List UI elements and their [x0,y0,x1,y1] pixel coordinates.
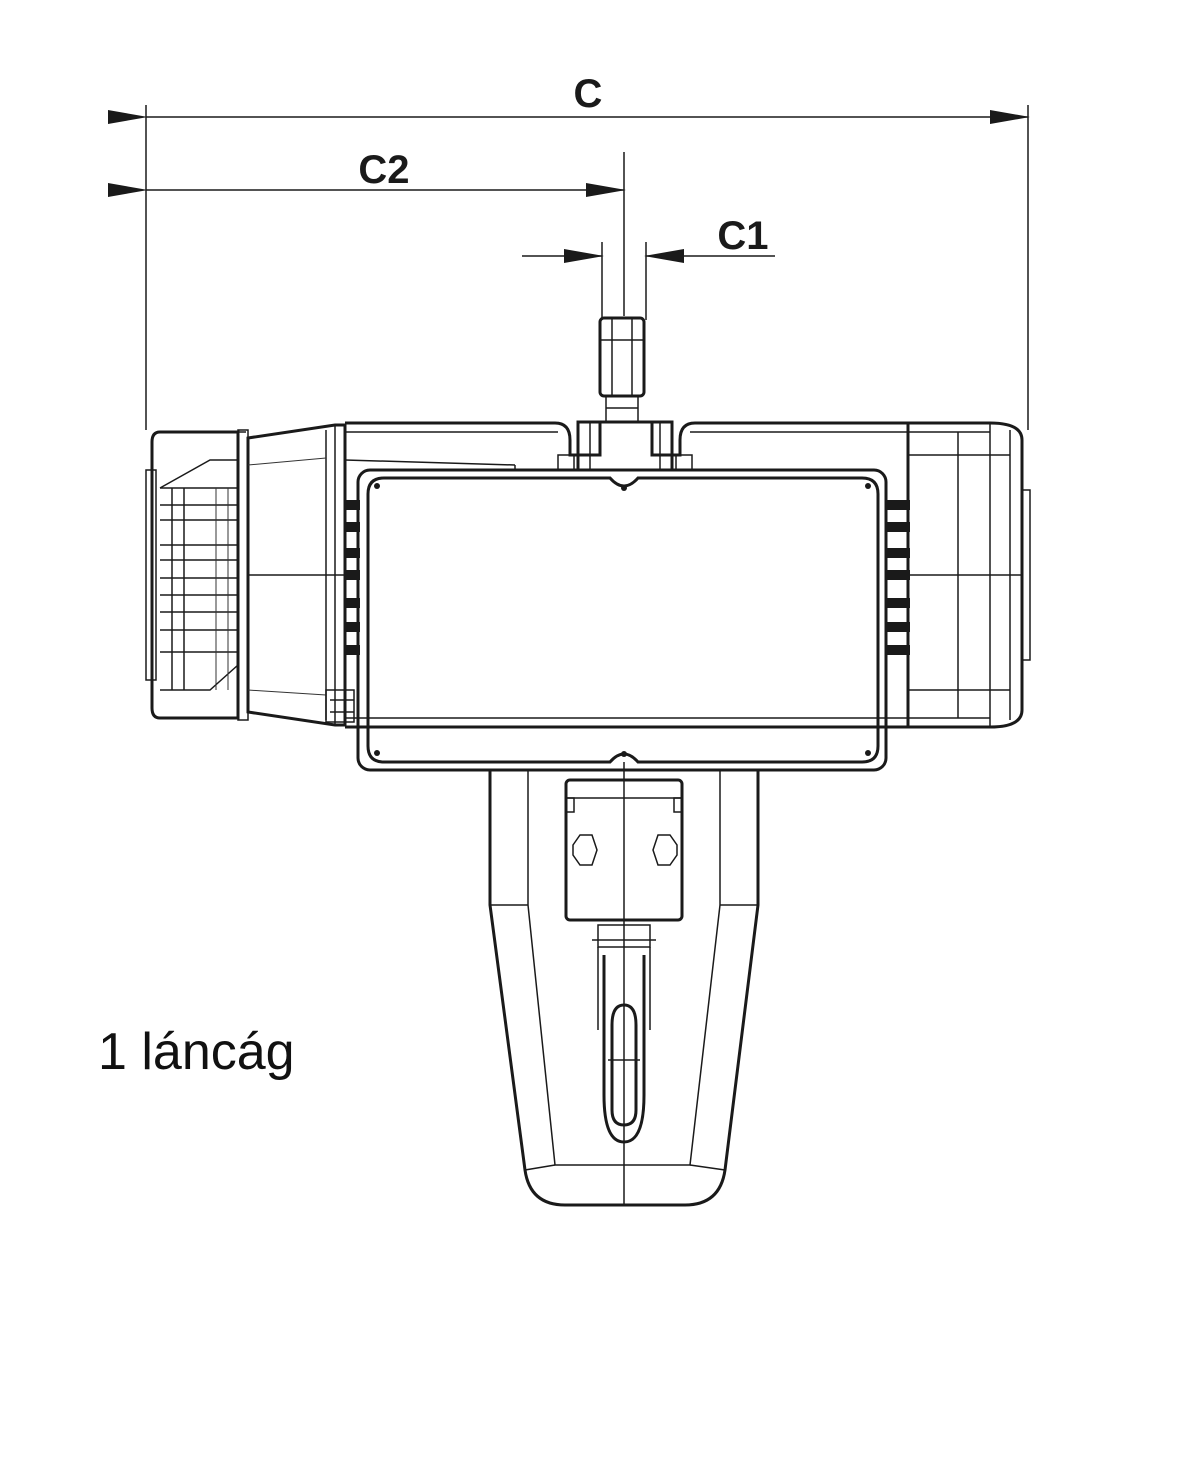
dimension-c: C [108,72,1030,430]
dimension-c2-label: C2 [358,148,409,192]
left-end-cap [145,429,249,721]
dimension-c-label: C [574,72,603,116]
dimension-c1-label: C1 [717,214,768,258]
caption: 1 láncág [98,1023,295,1081]
hoist-body [145,316,1031,1207]
left-vent-fins [344,500,360,655]
dimension-c1: C1 [522,214,775,320]
main-housing [344,420,1024,729]
right-motor-section [906,423,1031,727]
left-motor-section [246,423,355,727]
hook-block [488,762,760,1207]
chain-guide-box [564,778,684,922]
dimension-c2: C2 [108,148,626,316]
right-vent-fins [886,500,910,655]
control-cover [356,468,888,772]
hook [592,924,656,1144]
top-fitting [576,316,674,472]
